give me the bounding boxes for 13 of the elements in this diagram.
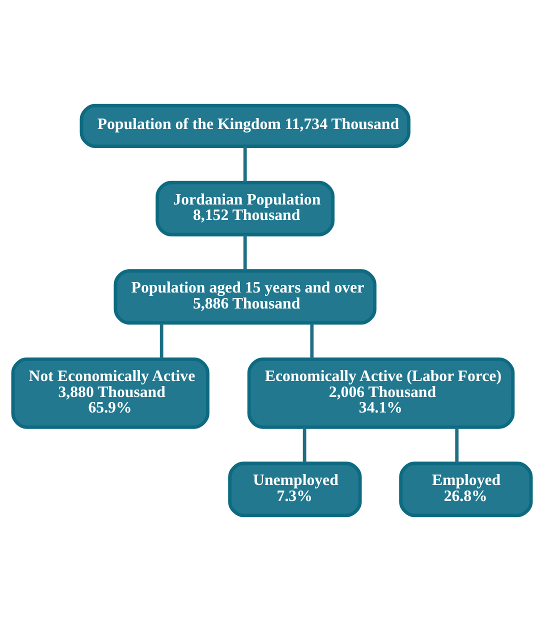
connector bbox=[302, 426, 306, 463]
node-box: Employed 26.8% bbox=[399, 461, 533, 517]
connector bbox=[310, 322, 314, 358]
node-box: Jordanian Population 8,152 Thousand bbox=[156, 180, 335, 236]
node-box: Not Economically Active 3,880 Thousand 65.9% bbox=[11, 357, 210, 428]
node-box: Economically Active (Labor Force) 2,006 Thousand 34.1% bbox=[247, 357, 515, 428]
node-box: Unemployed 7.3% bbox=[228, 461, 362, 517]
connector bbox=[243, 146, 247, 182]
node-box: Population of the Kingdom 11,734 Thousand bbox=[80, 103, 410, 148]
connector bbox=[160, 322, 164, 358]
connector bbox=[243, 234, 247, 270]
node-box: Population aged 15 years and over 5,886 Thousand bbox=[114, 268, 376, 324]
connector bbox=[455, 426, 459, 463]
